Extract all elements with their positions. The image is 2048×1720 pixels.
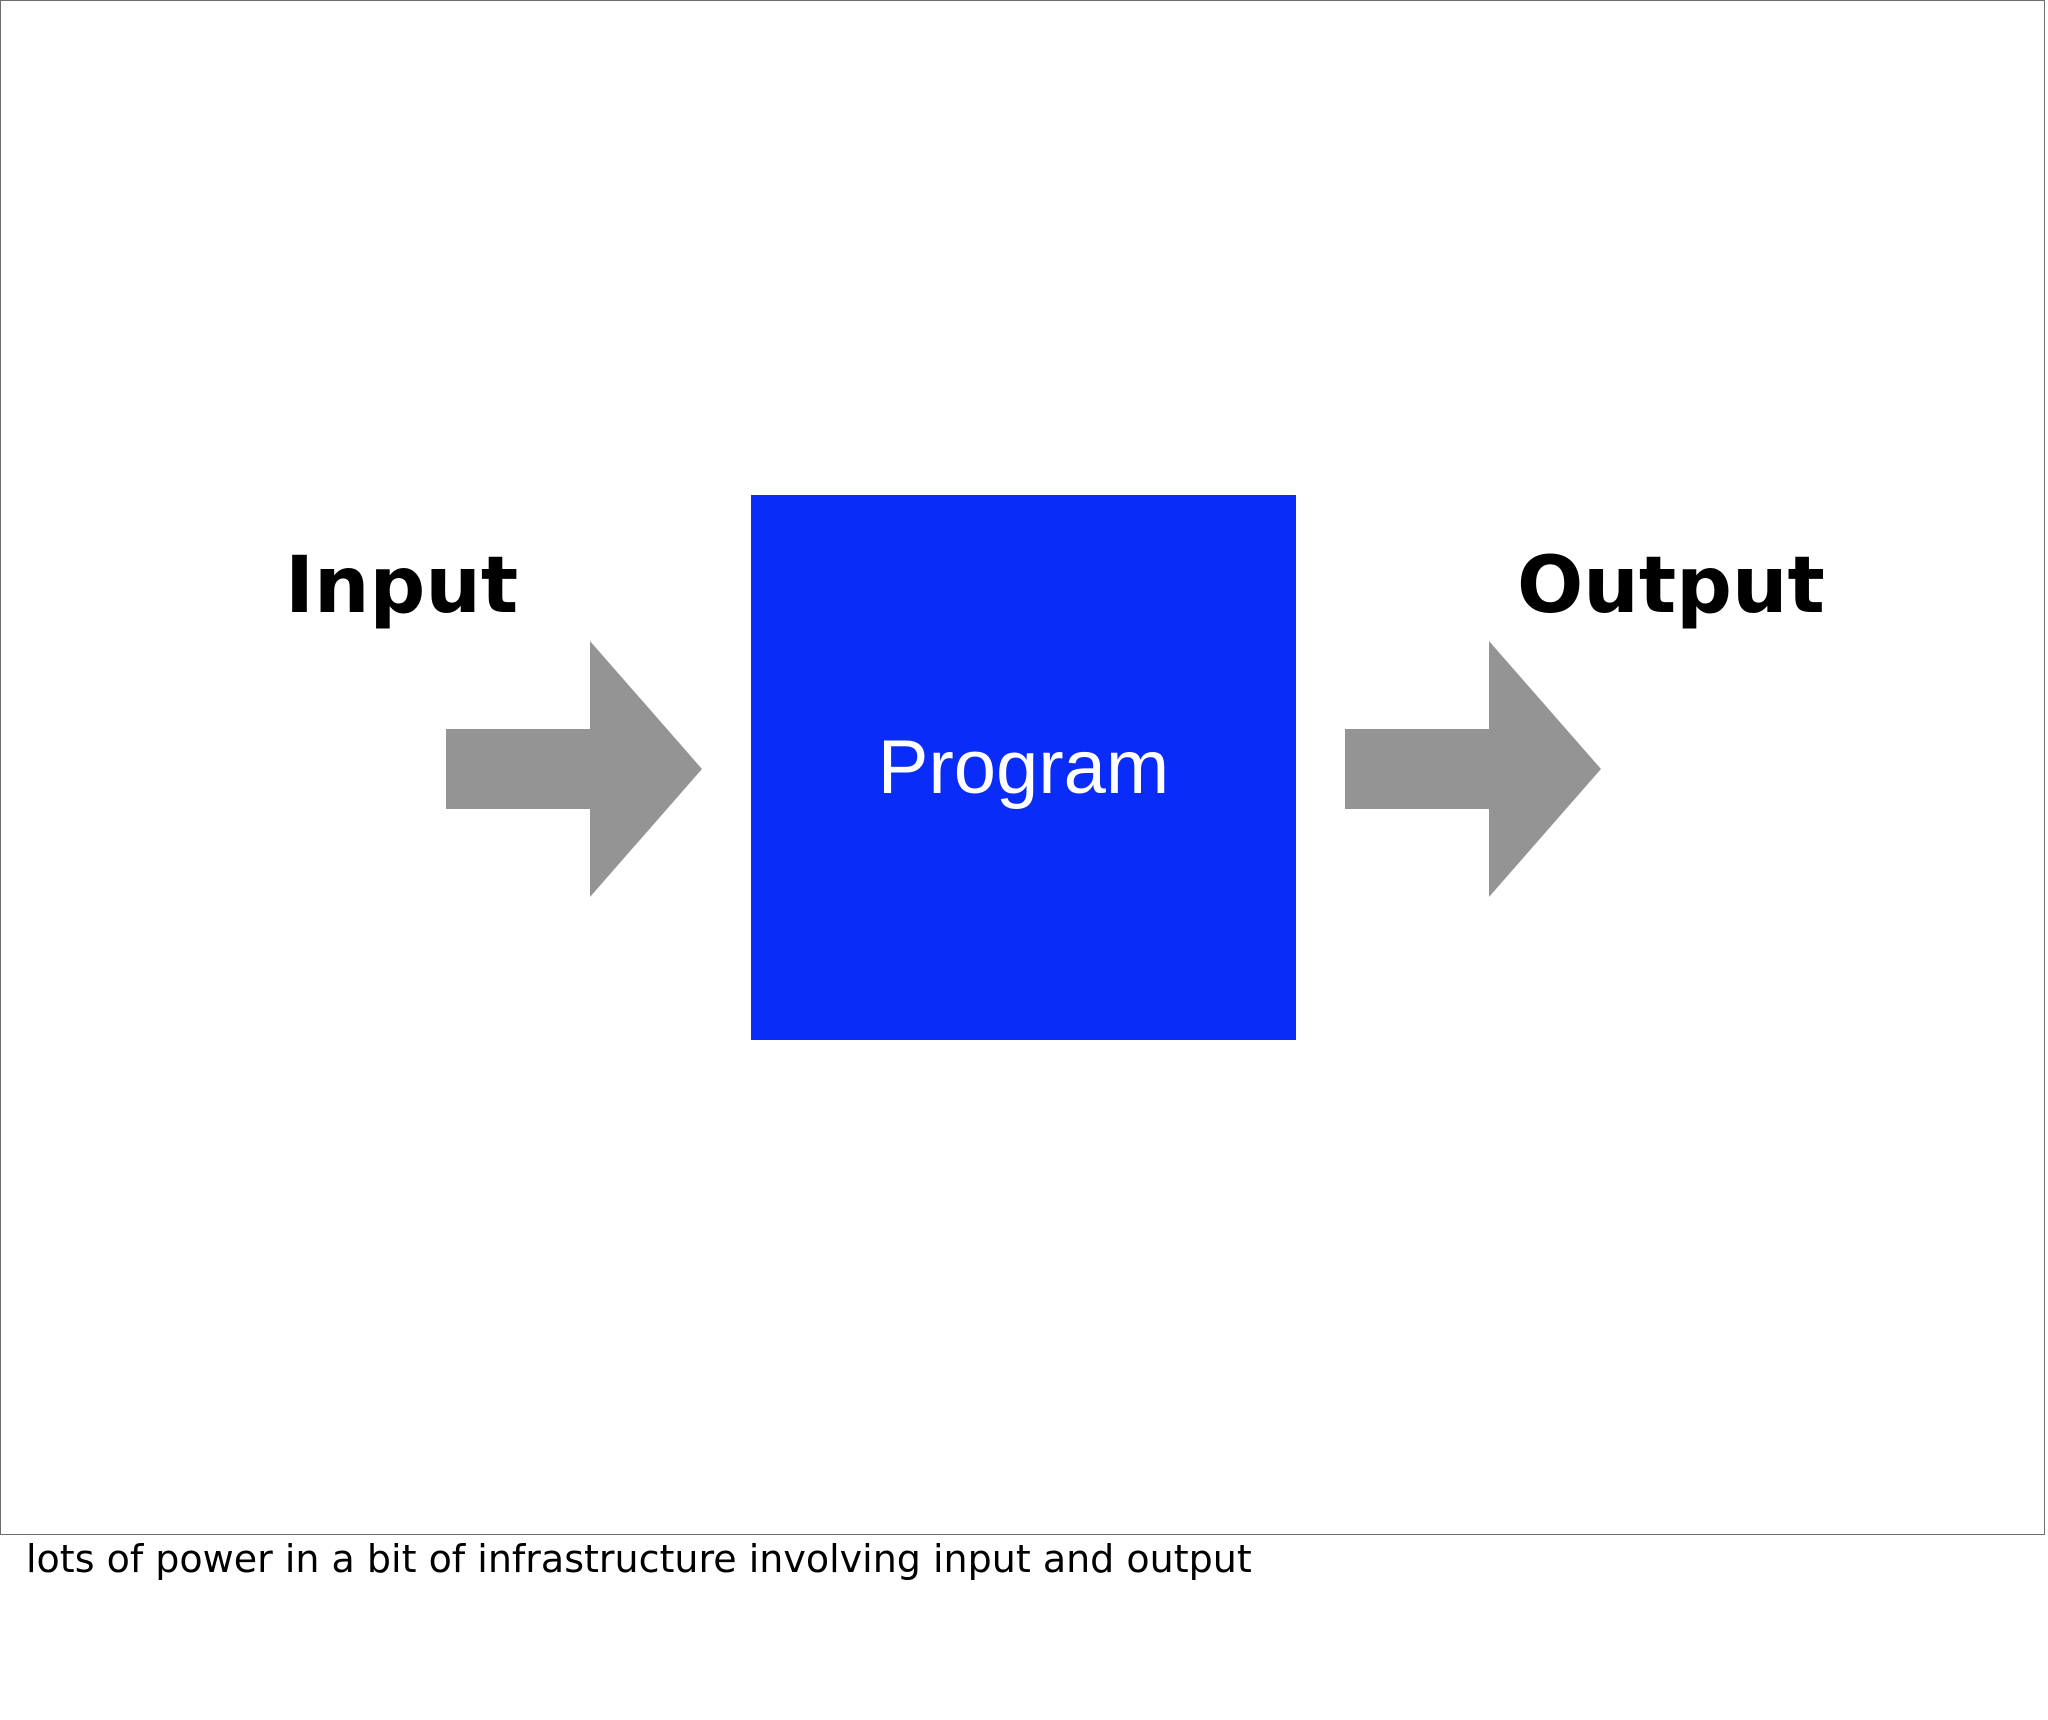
program-box: Program — [751, 495, 1296, 1040]
input-arrow-shape — [446, 641, 702, 897]
slide-canvas: Input Program Output — [0, 0, 2045, 1535]
input-label: Input — [285, 541, 519, 631]
output-label: Output — [1517, 541, 1825, 631]
speaker-notes-caption: lots of power in a bit of infrastructure… — [26, 1537, 1252, 1581]
input-arrow-icon — [446, 641, 702, 897]
program-label: Program — [877, 724, 1170, 810]
output-arrow-shape — [1345, 641, 1601, 897]
output-arrow-icon — [1345, 641, 1601, 897]
